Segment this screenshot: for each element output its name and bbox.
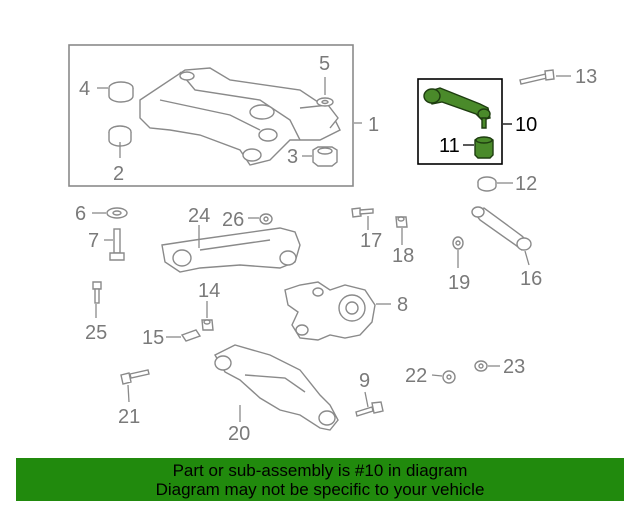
bolt-part-7[interactable] [109, 228, 125, 261]
nut-part-18[interactable] [395, 216, 408, 228]
highlight-group-frame [417, 78, 503, 165]
nut-part-14[interactable] [201, 319, 214, 331]
washer-part-5[interactable] [316, 97, 334, 107]
washer-part-23[interactable] [474, 360, 488, 372]
upper-control-arm-part-10[interactable] [423, 87, 491, 129]
callout-12: 12 [515, 173, 537, 195]
clip-part-15[interactable] [180, 329, 202, 342]
callout-19: 19 [448, 272, 470, 294]
callout-16: 16 [520, 268, 542, 290]
callout-25: 25 [85, 322, 107, 344]
callout-7: 7 [88, 230, 99, 252]
subframe-part[interactable] [139, 67, 341, 166]
leader-lines [92, 75, 571, 422]
callout-10: 10 [515, 114, 537, 136]
bolt-part-25[interactable] [92, 281, 102, 304]
callout-9: 9 [359, 370, 370, 392]
washer-part-22[interactable] [442, 370, 456, 384]
lower-bushing-part-2[interactable] [108, 125, 132, 147]
callout-24: 24 [188, 205, 210, 227]
callout-15: 15 [142, 327, 164, 349]
callout-20: 20 [228, 423, 250, 445]
callout-26: 26 [222, 209, 244, 231]
lateral-link-part-16[interactable] [471, 206, 532, 251]
washer-part-6[interactable] [106, 207, 128, 219]
subframe-group-frame [68, 44, 354, 187]
callout-14: 14 [198, 280, 220, 302]
callout-21: 21 [118, 406, 140, 428]
callout-5: 5 [319, 53, 330, 75]
trailing-arm-part-24[interactable] [161, 227, 301, 273]
callout-8: 8 [397, 294, 408, 316]
info-banner: Part or sub-assembly is #10 in diagram D… [16, 458, 624, 501]
washer-part-19[interactable] [452, 236, 464, 250]
callout-1: 1 [368, 114, 379, 136]
bolt-part-9[interactable] [355, 401, 384, 417]
callout-11: 11 [439, 135, 460, 157]
nut-part-26[interactable] [259, 213, 273, 225]
spacer-part-12[interactable] [477, 176, 497, 192]
bolt-part-13[interactable] [519, 69, 555, 85]
callout-22: 22 [405, 365, 427, 387]
knuckle-part-8[interactable] [284, 281, 376, 341]
bushing-part-11[interactable] [474, 136, 494, 159]
nut-part-3[interactable] [312, 146, 338, 167]
banner-line-2: Diagram may not be specific to your vehi… [155, 480, 485, 499]
callout-3: 3 [287, 146, 298, 168]
callout-13: 13 [575, 66, 597, 88]
callout-17: 17 [360, 230, 382, 252]
mount-bushing-part-4[interactable] [108, 81, 134, 103]
callout-6: 6 [75, 203, 86, 225]
callout-23: 23 [503, 356, 525, 378]
callout-2: 2 [113, 163, 124, 185]
bolt-part-17[interactable] [351, 207, 374, 218]
callout-18: 18 [392, 245, 414, 267]
banner-line-1: Part or sub-assembly is #10 in diagram [172, 461, 468, 480]
lower-control-arm-part-20[interactable] [214, 344, 339, 431]
bolt-part-21[interactable] [120, 369, 150, 385]
callout-4: 4 [79, 78, 90, 100]
